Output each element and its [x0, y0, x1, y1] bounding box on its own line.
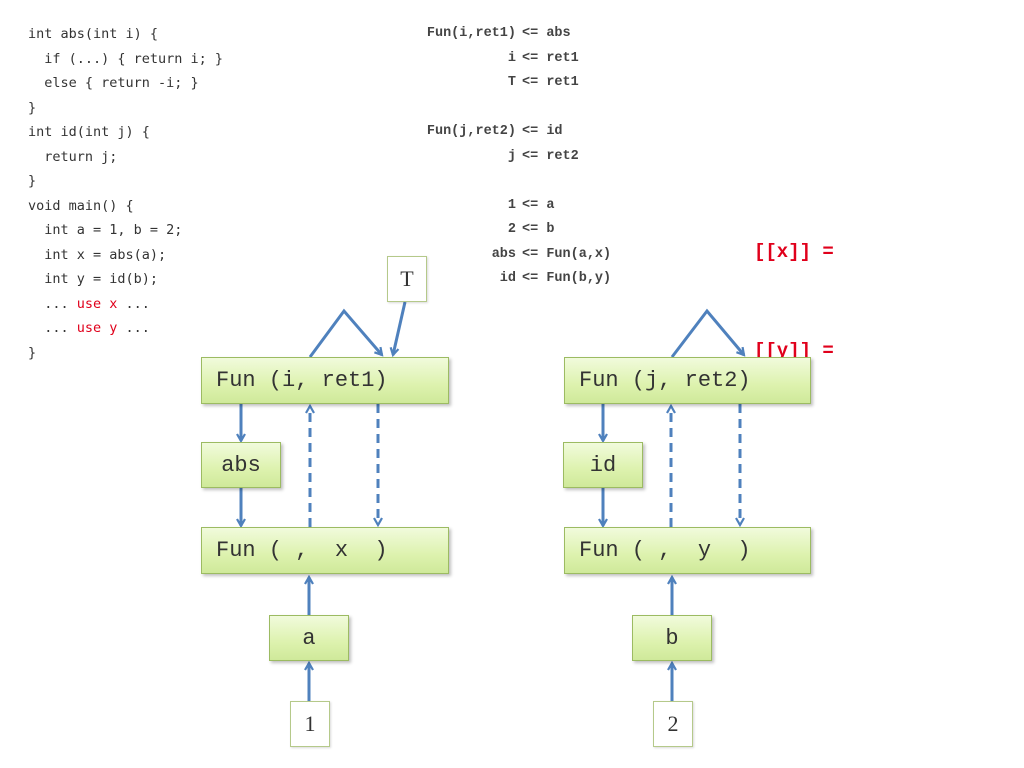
constraint-rhs-value: ret1: [546, 50, 579, 66]
node-fun-call-y: Fun ( , y ): [564, 527, 811, 574]
constraint-rhs-value: ret2: [546, 148, 579, 164]
code-text: int y = id(b);: [28, 271, 159, 287]
code-line: if (...) { return i; }: [28, 47, 223, 72]
code-highlight: use y: [76, 320, 118, 336]
node-fun-i-ret1: Fun (i, ret1): [201, 357, 449, 404]
semantics-results: [[x]] = [[y]] =: [754, 170, 834, 401]
constraint-lhs: T: [507, 75, 516, 90]
code-line: }: [28, 96, 223, 121]
constraint-lhs: Fun(j,ret2): [426, 124, 516, 139]
constraint-rhs: <= ret1: [522, 71, 722, 96]
code-text: return j;: [28, 148, 118, 165]
code-line: int abs(int i) {: [28, 22, 223, 47]
code-line: ... use x ...: [28, 292, 223, 317]
constraint-op: <=: [522, 271, 539, 286]
constraint-rhs: <= b: [522, 218, 722, 243]
code-highlight: use x: [76, 295, 118, 312]
constraint-op: <=: [522, 26, 539, 41]
constraint-rhs-value: abs: [546, 26, 571, 41]
node-a: a: [269, 615, 349, 661]
constraint-lhs: abs: [491, 246, 516, 262]
node-b: b: [632, 615, 712, 661]
code-text: else { return -i; }: [28, 75, 199, 91]
edge-right-peak: [670, 308, 744, 358]
constraint-lhs: 2: [507, 222, 516, 237]
constraint-lhs: 1: [507, 197, 516, 213]
node-const-1: 1: [290, 701, 330, 747]
constraint-op: <=: [522, 222, 539, 237]
constraint-op: <=: [522, 197, 539, 213]
node-fun-j-ret2: Fun (j, ret2): [564, 357, 811, 404]
node-abs: abs: [201, 442, 281, 488]
node-id: id: [563, 442, 643, 488]
code-text: void main() {: [28, 197, 134, 214]
constraints-rhs-column: <= abs<= ret1<= ret1 <= id<= ret2 <= a<=…: [522, 22, 722, 292]
node-fun-call-x: Fun ( , x ): [201, 527, 449, 574]
semantics-y: [[y]] =: [754, 340, 834, 362]
code-text: if (...) { return i; }: [28, 50, 224, 67]
code-line: return j;: [28, 145, 223, 170]
code-text: }: [28, 173, 37, 189]
code-text: int abs(int i) {: [28, 26, 159, 42]
code-line: void main() {: [28, 194, 223, 219]
constraint-lhs: i: [507, 50, 516, 66]
constraint-op: <=: [522, 75, 539, 90]
edge-T-to-ret1: [393, 301, 407, 355]
code-line: }: [28, 169, 223, 194]
code-text: ...: [28, 295, 77, 312]
code-text: ...: [28, 320, 77, 336]
constraint-op: <=: [522, 124, 539, 139]
code-line: ... use y ...: [28, 316, 223, 341]
code-line: int a = 1, b = 2;: [28, 218, 223, 243]
constraint-lhs: j: [507, 148, 516, 164]
constraint-rhs: <= abs: [522, 22, 722, 47]
code-text: }: [28, 99, 37, 116]
code-text: }: [28, 344, 37, 361]
constraint-rhs-value: b: [546, 222, 555, 237]
edge-left-peak: [308, 308, 382, 358]
code-text: ...: [117, 295, 150, 312]
code-text: int x = abs(a);: [28, 246, 167, 263]
semantics-x: [[x]] =: [754, 241, 834, 263]
code-text: int id(int j) {: [28, 124, 150, 140]
constraint-rhs-value: Fun(b,y): [546, 271, 612, 286]
constraint-rhs: <= a: [522, 194, 722, 219]
code-line: else { return -i; }: [28, 71, 223, 96]
code-line: }: [28, 341, 223, 366]
code-line: int x = abs(a);: [28, 243, 223, 268]
constraint-op: <=: [522, 148, 539, 164]
constraint-rhs-value: ret1: [546, 75, 579, 90]
code-text: int a = 1, b = 2;: [28, 222, 183, 238]
node-const-2: 2: [653, 701, 693, 747]
constraint-rhs: <= Fun(a,x): [522, 243, 722, 268]
code-text: ...: [117, 320, 150, 336]
constraint-lhs: id: [499, 271, 516, 286]
constraint-lhs: Fun(i,ret1): [426, 26, 516, 41]
constraint-op: <=: [522, 50, 539, 66]
code-line: int y = id(b);: [28, 267, 223, 292]
constraint-rhs-value: a: [546, 197, 555, 213]
constraint-rhs: <= ret1: [522, 47, 722, 72]
constraint-rhs: <= ret2: [522, 145, 722, 170]
constraint-rhs: <= id: [522, 120, 722, 145]
node-top-type: T: [387, 256, 427, 302]
constraint-rhs-value: id: [546, 124, 563, 139]
constraint-rhs-value: Fun(a,x): [546, 246, 612, 262]
constraint-op: <=: [522, 246, 539, 262]
code-line: int id(int j) {: [28, 120, 223, 145]
constraint-rhs: <= Fun(b,y): [522, 267, 722, 292]
source-code: int abs(int i) { if (...) { return i; } …: [28, 22, 223, 365]
